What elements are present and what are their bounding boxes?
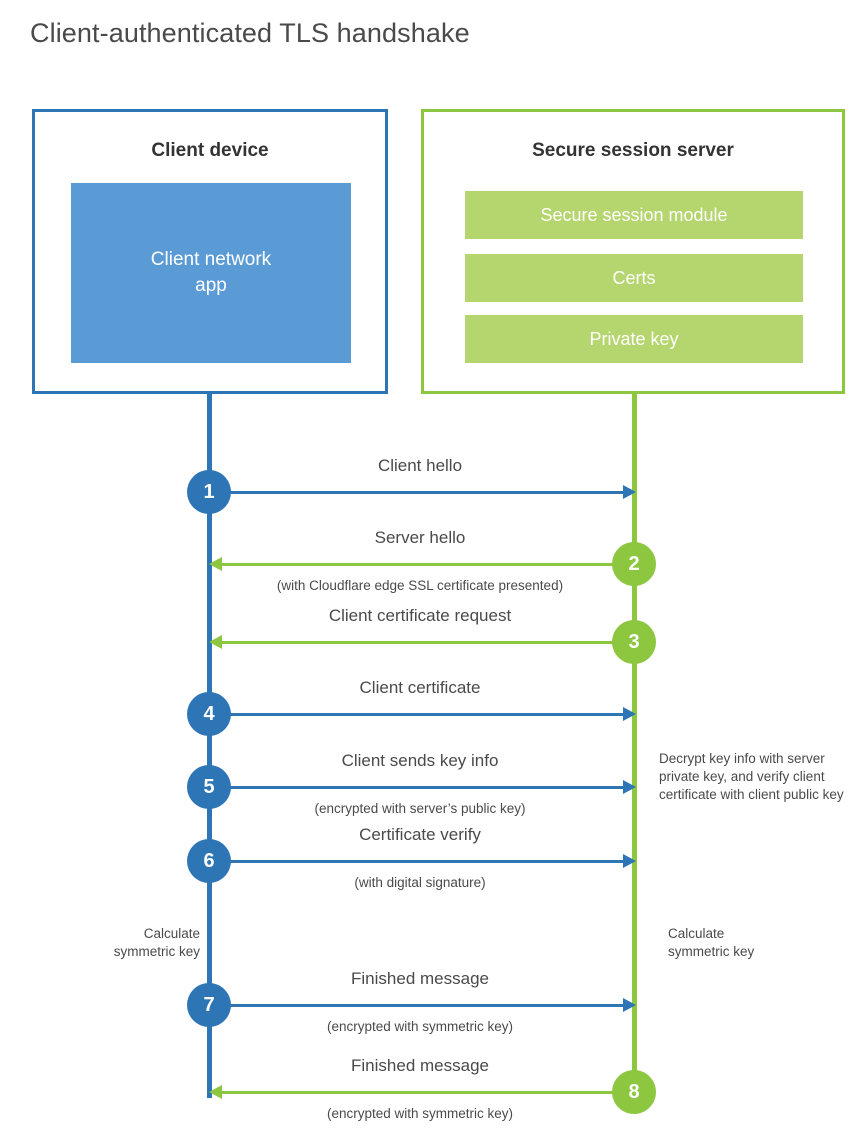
step-2-sublabel: (with Cloudflare edge SSL certificate pr… <box>276 578 564 593</box>
step-badge-3[interactable]: 3 <box>612 620 656 664</box>
step-2-arrow-line <box>219 563 635 566</box>
client-network-app-block: Client network app <box>71 183 351 363</box>
page-title: Client-authenticated TLS handshake <box>30 18 470 48</box>
server-decrypt-annotation: Decrypt key info with server private key… <box>659 751 844 802</box>
step-2-label: Server hello <box>374 528 466 547</box>
server-bar-private-key: Private key <box>465 315 803 363</box>
step-5-arrow-line <box>209 786 625 789</box>
secure-session-server-box: Secure session server Secure session mod… <box>421 109 845 394</box>
client-network-app-label: Client network app <box>151 247 271 299</box>
server-calc-line2: symmetric key <box>668 944 755 959</box>
step-1-arrow-line <box>209 491 625 494</box>
client-calc-line1: Calculate <box>143 926 200 941</box>
step-7-label: Finished message <box>351 969 489 988</box>
client-device-box: Client device Client network app <box>32 109 388 394</box>
step-8-sublabel: (encrypted with symmetric key) <box>326 1106 514 1121</box>
step-3-label: Client certificate request <box>328 606 512 625</box>
client-lifeline <box>207 391 212 1098</box>
step-badge-6[interactable]: 6 <box>187 839 231 883</box>
step-6-sublabel: (with digital signature) <box>354 875 486 890</box>
step-3-arrow-head <box>208 635 222 649</box>
step-5-label: Client sends key info <box>341 751 499 770</box>
client-calculate-symmetric-key-annotation: Calculate symmetric key <box>40 925 200 961</box>
step-5-sublabel: (encrypted with server’s public key) <box>314 801 526 816</box>
step-7-arrow-line <box>209 1004 625 1007</box>
server-bar-certs: Certs <box>465 254 803 302</box>
step-badge-7[interactable]: 7 <box>187 983 231 1027</box>
step-1-label: Client hello <box>377 456 463 475</box>
server-lifeline <box>632 391 637 1092</box>
step-2-arrow-head <box>208 557 222 571</box>
step-1-arrow-head <box>622 485 636 499</box>
step-7-sublabel: (encrypted with symmetric key) <box>326 1019 514 1034</box>
step-8-arrow-head <box>208 1085 222 1099</box>
step-5-arrow-head <box>622 780 636 794</box>
step-7-arrow-head <box>622 998 636 1012</box>
server-bar-secure-session-module: Secure session module <box>465 191 803 239</box>
step-badge-5[interactable]: 5 <box>187 765 231 809</box>
client-app-label-line1: Client network <box>150 249 272 270</box>
step-8-label: Finished message <box>351 1056 489 1075</box>
server-calculate-symmetric-key-annotation: Calculate symmetric key <box>668 925 848 961</box>
server-calc-line1: Calculate <box>668 926 725 941</box>
step-badge-2[interactable]: 2 <box>612 542 656 586</box>
step-6-arrow-line <box>209 860 625 863</box>
client-device-title: Client device <box>151 140 269 161</box>
step-badge-8[interactable]: 8 <box>612 1070 656 1114</box>
client-app-label-line2: app <box>195 275 227 296</box>
step-6-arrow-head <box>622 854 636 868</box>
step-3-arrow-line <box>219 641 635 644</box>
step-6-label: Certificate verify <box>359 825 481 844</box>
step-badge-1[interactable]: 1 <box>187 470 231 514</box>
secure-session-server-title: Secure session server <box>532 140 734 161</box>
step-4-label: Client certificate <box>359 678 481 697</box>
step-badge-4[interactable]: 4 <box>187 692 231 736</box>
step-8-arrow-line <box>219 1091 635 1094</box>
step-4-arrow-line <box>209 713 625 716</box>
client-calc-line2: symmetric key <box>113 944 200 959</box>
step-4-arrow-head <box>622 707 636 721</box>
